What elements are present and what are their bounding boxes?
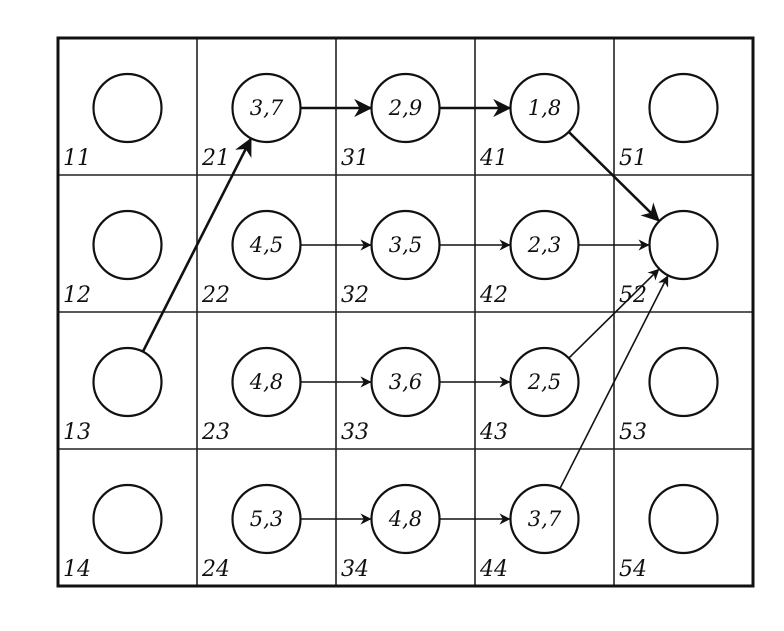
cell-label-13: 13 (63, 420, 91, 445)
node-42-circle (509, 209, 580, 281)
node-21-value: 3,7 (250, 96, 284, 120)
edge-43-to-52 (568, 268, 660, 359)
cell-label-44: 44 (479, 557, 508, 582)
node-24-value: 5,3 (250, 507, 283, 531)
grid-layer (56, 36, 755, 588)
node-44-circle (509, 483, 580, 555)
node-14-circle (92, 483, 163, 555)
cell-label-23: 23 (201, 420, 230, 445)
cell-label-24: 24 (201, 557, 230, 582)
cell-label-52: 52 (619, 283, 647, 308)
node-32-circle (370, 209, 441, 281)
node-43-circle (509, 346, 580, 418)
node-11-circle (92, 72, 163, 144)
cell-label-32: 32 (341, 283, 369, 308)
node-31-value: 2,9 (388, 96, 422, 120)
cell-label-22: 22 (201, 283, 230, 308)
cell-label-51: 51 (619, 146, 647, 171)
edge-layer (141, 98, 669, 525)
cell-label-53: 53 (619, 420, 647, 445)
cell-label-54: 54 (619, 557, 647, 582)
node-53-circle (648, 346, 719, 418)
node-23-circle (231, 346, 302, 418)
node-34-value: 4,8 (388, 507, 422, 531)
node-43-value: 2,5 (527, 370, 561, 394)
cell-label-31: 31 (341, 146, 369, 171)
cell-label-21: 21 (201, 146, 230, 171)
node-34-circle (370, 483, 441, 555)
edge-41-to-52 (567, 130, 660, 222)
cell-label-12: 12 (63, 283, 91, 308)
cell-label-43: 43 (479, 420, 508, 445)
node-12-circle (92, 209, 163, 281)
node-21-circle (231, 72, 302, 144)
edge-13-to-21 (141, 137, 252, 353)
cell-label-41: 41 (479, 146, 508, 171)
cell-label-11: 11 (63, 146, 91, 171)
node-33-value: 3,6 (389, 370, 422, 394)
node-24-circle (231, 483, 302, 555)
cell-label-33: 33 (341, 420, 369, 445)
cell-label-14: 14 (63, 557, 91, 582)
edge-44-to-52 (559, 275, 669, 490)
node-22-circle (231, 209, 302, 281)
node-51-circle (648, 72, 719, 144)
node-42-value: 2,3 (527, 233, 561, 257)
node-33-circle (370, 346, 441, 418)
node-41-value: 1,8 (528, 96, 561, 120)
node-44-value: 3,7 (528, 507, 562, 531)
node-22-value: 4,5 (249, 233, 283, 257)
node-13-circle (92, 346, 163, 418)
cell-label-34: 34 (341, 557, 369, 582)
node-32-value: 3,5 (389, 233, 422, 257)
cell-label-42: 42 (479, 283, 508, 308)
node-54-circle (648, 483, 719, 555)
node-layer: 3,7 2,9 1,8 4,5 3,5 2,3 4,8 3,6 2,5 5,3 4,8 3,7 (92, 72, 719, 555)
node-41-circle (509, 72, 580, 144)
node-52-circle (648, 209, 719, 281)
node-23-value: 4,8 (249, 370, 283, 394)
node-31-circle (370, 72, 441, 144)
grid-frame (56, 36, 755, 588)
cell-label-layer: 11 21 31 41 51 12 22 32 42 52 13 23 33 43 53 14 24 34 44 54 (63, 146, 647, 582)
